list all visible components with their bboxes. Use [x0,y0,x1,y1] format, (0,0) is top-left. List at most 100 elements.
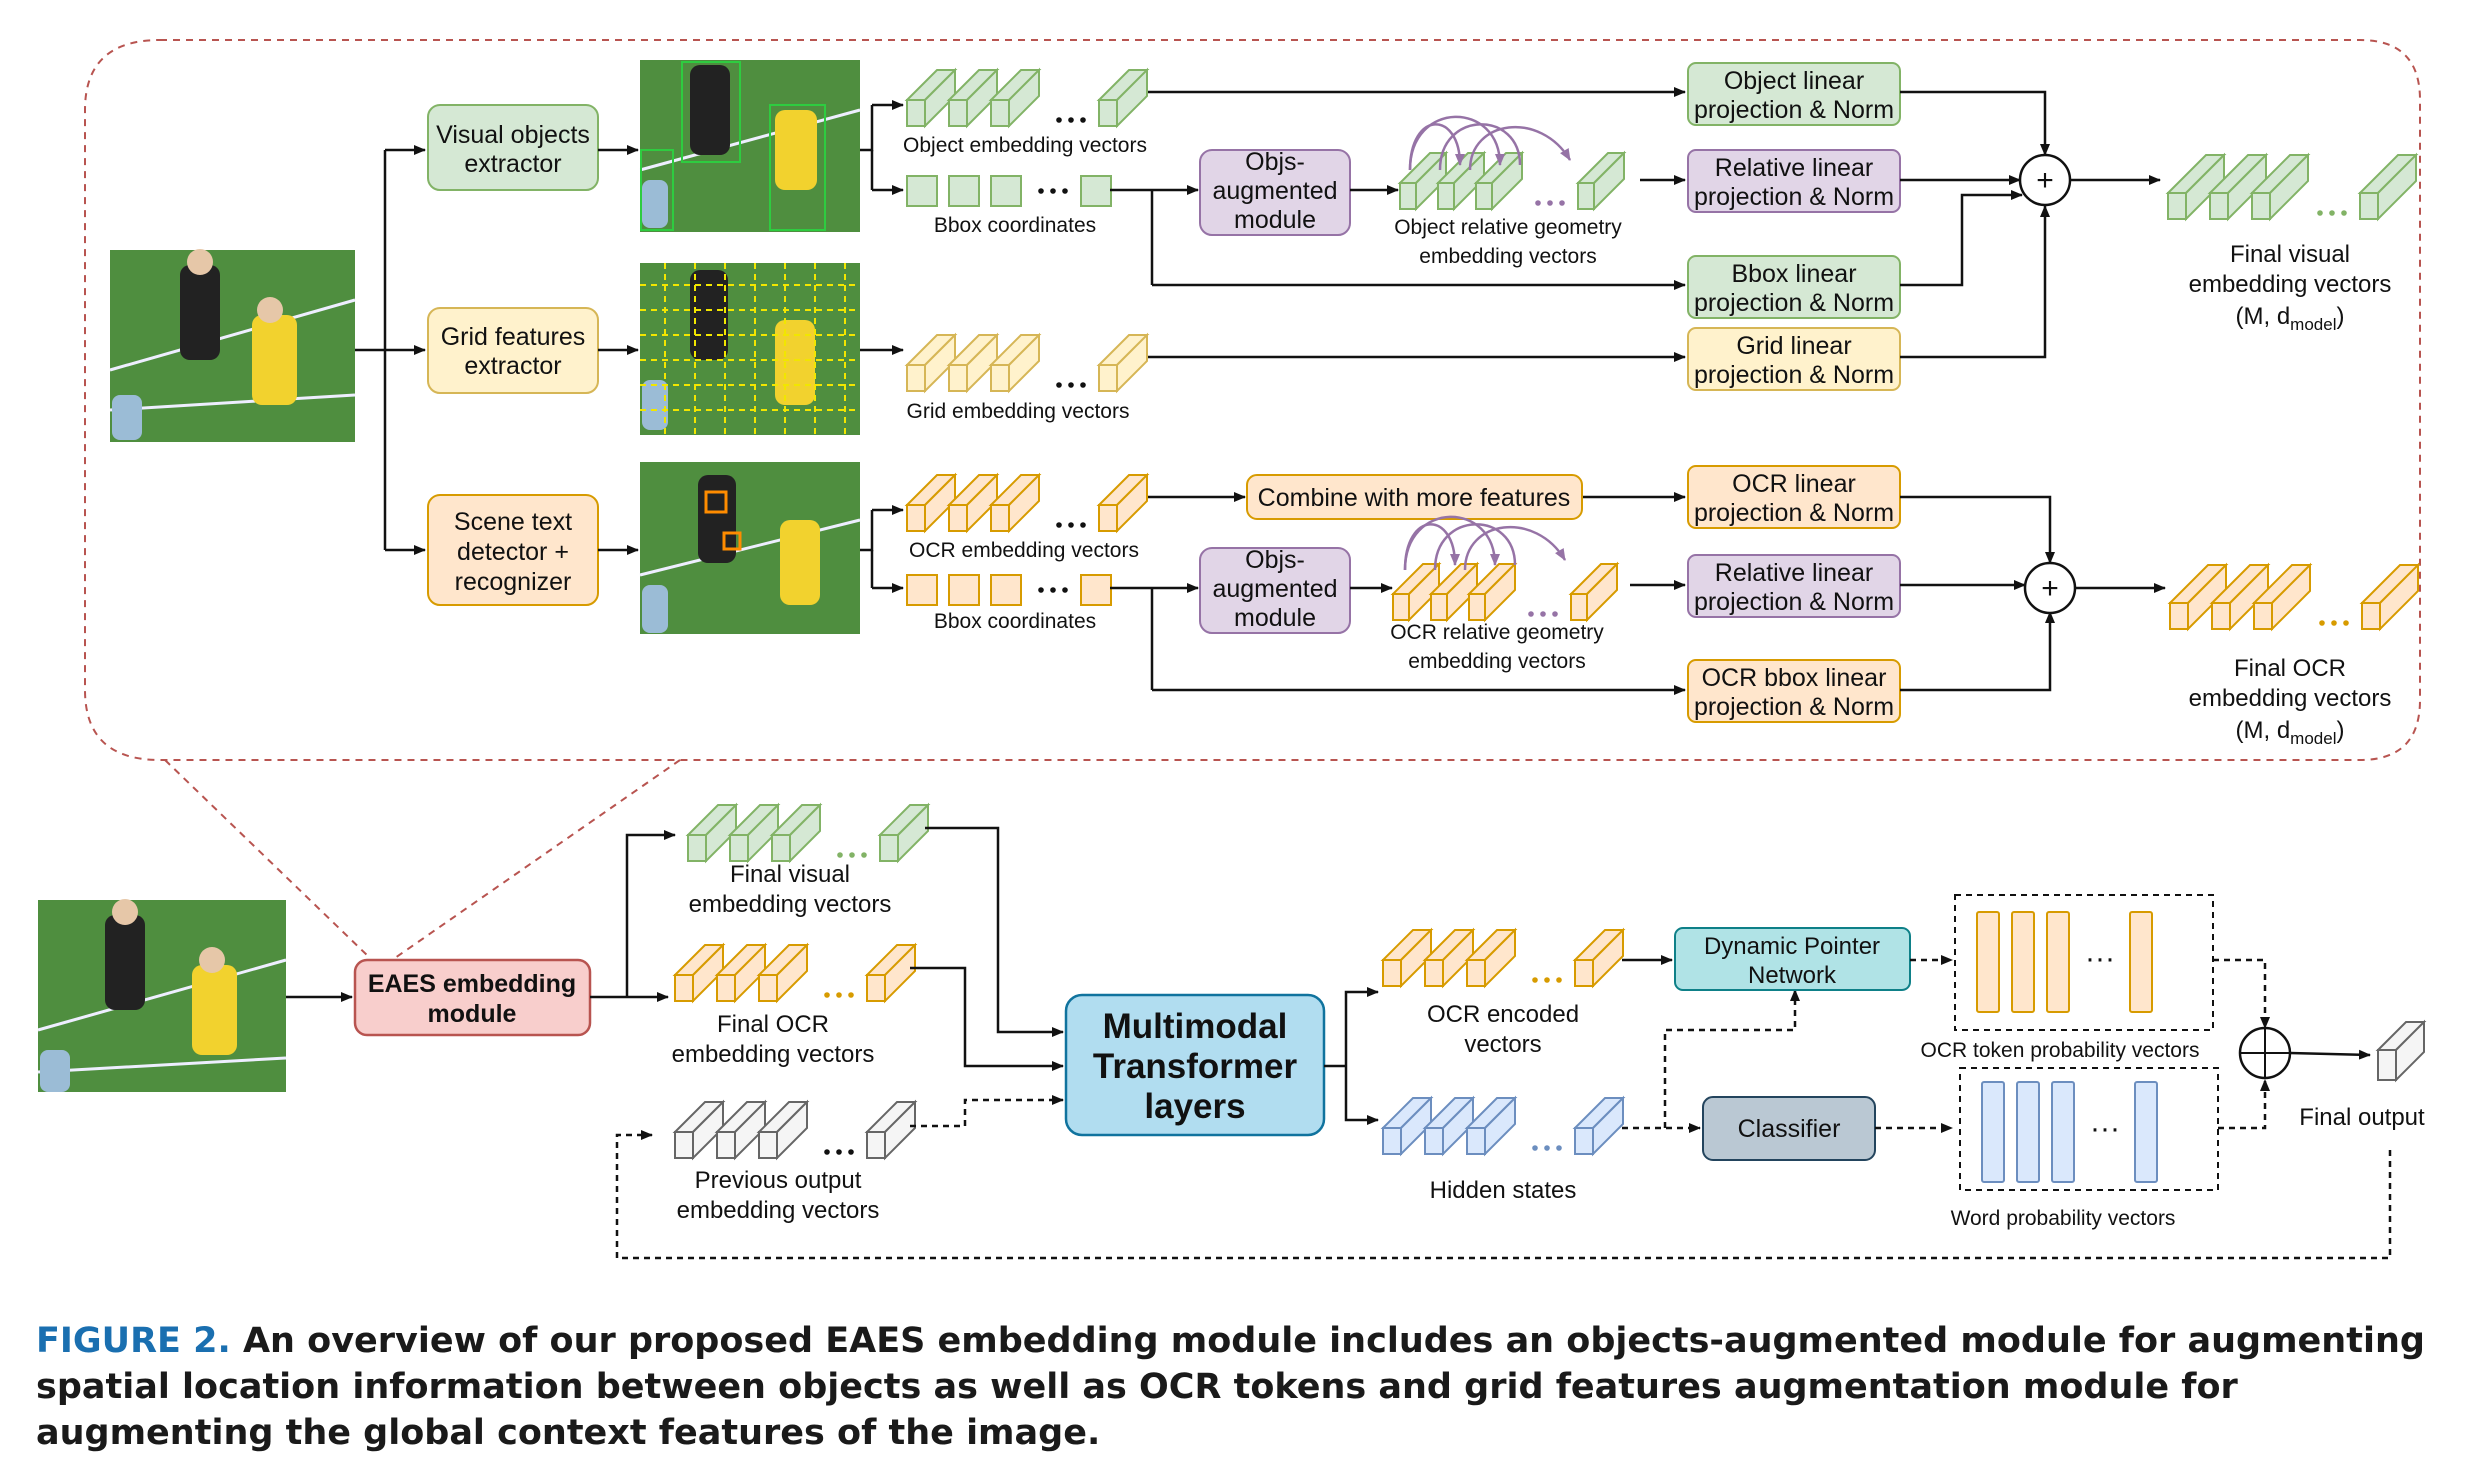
svg-text:OCR linear: OCR linear [1732,470,1856,498]
final-ocr-vectors [672,942,918,1004]
svg-text:projection & Norm: projection & Norm [1694,588,1894,616]
scene-text-detector: Scene text detector + recognizer [427,494,599,606]
svg-text:extractor: extractor [464,150,561,178]
svg-text:Object linear: Object linear [1724,67,1864,95]
object-relative-geometry-vectors [1397,150,1627,212]
svg-text:Relative linear: Relative linear [1715,154,1873,182]
plus-visual: + [2018,153,2072,207]
svg-text:Dynamic Pointer: Dynamic Pointer [1704,933,1880,960]
svg-text:layers: layers [1144,1087,1245,1126]
svg-text:augmented: augmented [1212,575,1337,603]
svg-text:projection & Norm: projection & Norm [1694,289,1894,317]
grid-features-image [640,263,860,435]
objects-detection-image [639,60,861,232]
detail-outline [84,39,2421,761]
svg-text:extractor: extractor [464,352,561,380]
svg-text:Objs-: Objs- [1245,546,1305,574]
svg-text:Scene text: Scene text [454,508,572,536]
visual-objects-extractor: Visual objects extractor [427,104,599,191]
svg-text:Grid features: Grid features [441,323,586,351]
dynamic-pointer-network: Dynamic Pointer Network [1674,927,1911,991]
ocr-token-probability-label: OCR token probability vectors [1921,1039,2200,1062]
svg-text:EAES embedding: EAES embedding [368,970,576,998]
figure-label: FIGURE 2. [36,1321,231,1361]
svg-text:embedding vectors: embedding vectors [1408,650,1585,673]
oplus-combiner [2238,1026,2292,1080]
ocr-encoded-label: OCR encoded [1427,1001,1579,1028]
combine-features-box: Combine with more features [1246,474,1583,520]
svg-text:embedding vectors: embedding vectors [1419,245,1596,268]
previous-output-label: Previous output [695,1167,862,1194]
svg-text:embedding vectors: embedding vectors [677,1197,880,1224]
final-ocr-label-detail: Final OCR embedding vectors (M, dmodel) [2189,655,2392,748]
svg-text:Bbox linear: Bbox linear [1731,260,1856,288]
word-probability-vectors: ··· [1959,1067,2219,1191]
svg-text:module: module [428,1000,517,1028]
svg-text:projection & Norm: projection & Norm [1694,96,1894,124]
svg-text:embedding vectors: embedding vectors [689,891,892,918]
input-image-pipeline [37,899,287,1092]
plus-ocr: + [2023,561,2077,615]
svg-text:+: + [2041,572,2059,605]
svg-text:Final visual: Final visual [2230,241,2350,268]
grid-embedding-vectors [904,332,1150,394]
hidden-states-label: Hidden states [1430,1177,1577,1204]
grid-embedding-label: Grid embedding vectors [907,400,1130,423]
svg-text:Multimodal: Multimodal [1103,1007,1288,1046]
ocr-embedding-vectors [904,472,1150,534]
svg-text:Combine with more features: Combine with more features [1258,484,1571,512]
svg-text:detector +: detector + [457,538,569,566]
svg-text:embedding vectors: embedding vectors [2189,685,2392,712]
svg-text:projection & Norm: projection & Norm [1694,183,1894,211]
bbox-coordinates-ocr [906,574,1112,606]
final-visual-label-detail: Final visual embedding vectors (M, dmode… [2189,241,2392,334]
scene-text-image [639,462,861,634]
final-visual-label: Final visual [730,861,850,888]
relative-geometry-arcs [1403,115,1572,571]
svg-text:embedding vectors: embedding vectors [2189,271,2392,298]
final-visual-vectors [685,802,931,864]
ocr-encoded-vectors [1380,927,1626,989]
object-relative-geometry-label: Object relative geometry [1394,216,1622,239]
eaes-embedding-module: EAES embedding module [353,958,592,1037]
classifier-box: Classifier [1702,1096,1876,1161]
svg-text:vectors: vectors [1464,1031,1541,1058]
svg-text:···: ··· [2085,942,2115,975]
detail-link-right [394,759,681,959]
bbox-coordinates-label: Bbox coordinates [934,214,1096,237]
ocr-token-probability-vectors: ··· [1954,894,2214,1031]
final-output-vector [2375,1019,2427,1083]
svg-text:projection & Norm: projection & Norm [1694,499,1894,527]
input-image-detail [109,249,356,442]
svg-text:projection & Norm: projection & Norm [1694,361,1894,389]
object-embedding-label: Object embedding vectors [903,134,1147,157]
ocr-relative-geometry-vectors [1390,561,1620,623]
final-ocr-label: Final OCR [717,1011,829,1038]
hidden-state-vectors [1380,1095,1626,1157]
objs-augmented-module-1: Objs- augmented module [1199,148,1351,236]
objs-augmented-module-2: Objs- augmented module [1199,546,1351,634]
final-visual-vectors-detail [2165,152,2419,222]
svg-text:module: module [1234,206,1316,234]
figure-caption: FIGURE 2. An overview of our proposed EA… [36,1318,2466,1456]
svg-text:Final OCR: Final OCR [2234,655,2346,682]
previous-output-vectors [672,1099,918,1161]
svg-text:Classifier: Classifier [1738,1115,1841,1143]
ocr-embedding-label: OCR embedding vectors [909,539,1139,562]
svg-text:Grid linear: Grid linear [1736,332,1851,360]
object-embedding-vectors [904,67,1150,129]
grid-features-extractor: Grid features extractor [427,307,599,394]
bbox-coordinates-visual [906,175,1112,207]
svg-text:recognizer: recognizer [455,568,572,596]
svg-text:(M, dmodel): (M, dmodel) [2236,303,2345,334]
multimodal-transformer-layers: Multimodal Transformer layers [1064,993,1326,1137]
svg-text:OCR bbox linear: OCR bbox linear [1702,664,1887,692]
